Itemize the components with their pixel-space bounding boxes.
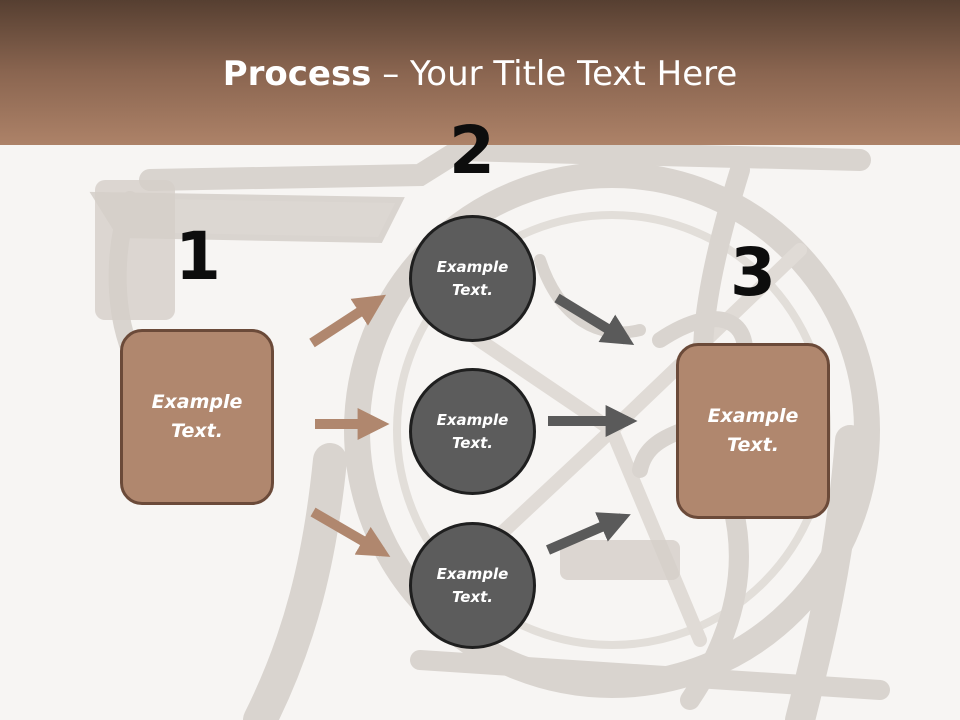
step-2-circle-bottom[interactable]: Example Text. xyxy=(409,522,536,649)
step-2-circle-top-text: Example Text. xyxy=(436,257,509,299)
arrow-top-to-3 xyxy=(554,293,635,345)
step-2-circle-top[interactable]: Example Text. xyxy=(409,215,536,342)
arrow-bottom-to-3 xyxy=(546,512,631,555)
step-2-circle-bottom-text: Example Text. xyxy=(436,564,509,606)
slide-title[interactable]: Process – Your Title Text Here xyxy=(0,52,960,96)
step-1-text: Example Text. xyxy=(151,391,243,442)
arrow-1-to-top xyxy=(309,294,387,348)
step-3-text: Example Text. xyxy=(707,405,799,456)
step-number-3: 3 xyxy=(730,234,776,311)
title-bar xyxy=(0,0,960,145)
step-2-circle-middle-text: Example Text. xyxy=(436,410,509,452)
step-3-box[interactable]: Example Text. xyxy=(676,343,830,519)
arrow-1-to-bottom xyxy=(310,507,391,557)
step-number-2: 2 xyxy=(449,112,495,189)
step-2-circle-middle[interactable]: Example Text. xyxy=(409,368,536,495)
step-1-box[interactable]: Example Text. xyxy=(120,329,274,505)
title-bold: Process xyxy=(222,54,372,94)
step-number-1: 1 xyxy=(175,218,221,295)
title-rest: – Your Title Text Here xyxy=(371,54,738,94)
